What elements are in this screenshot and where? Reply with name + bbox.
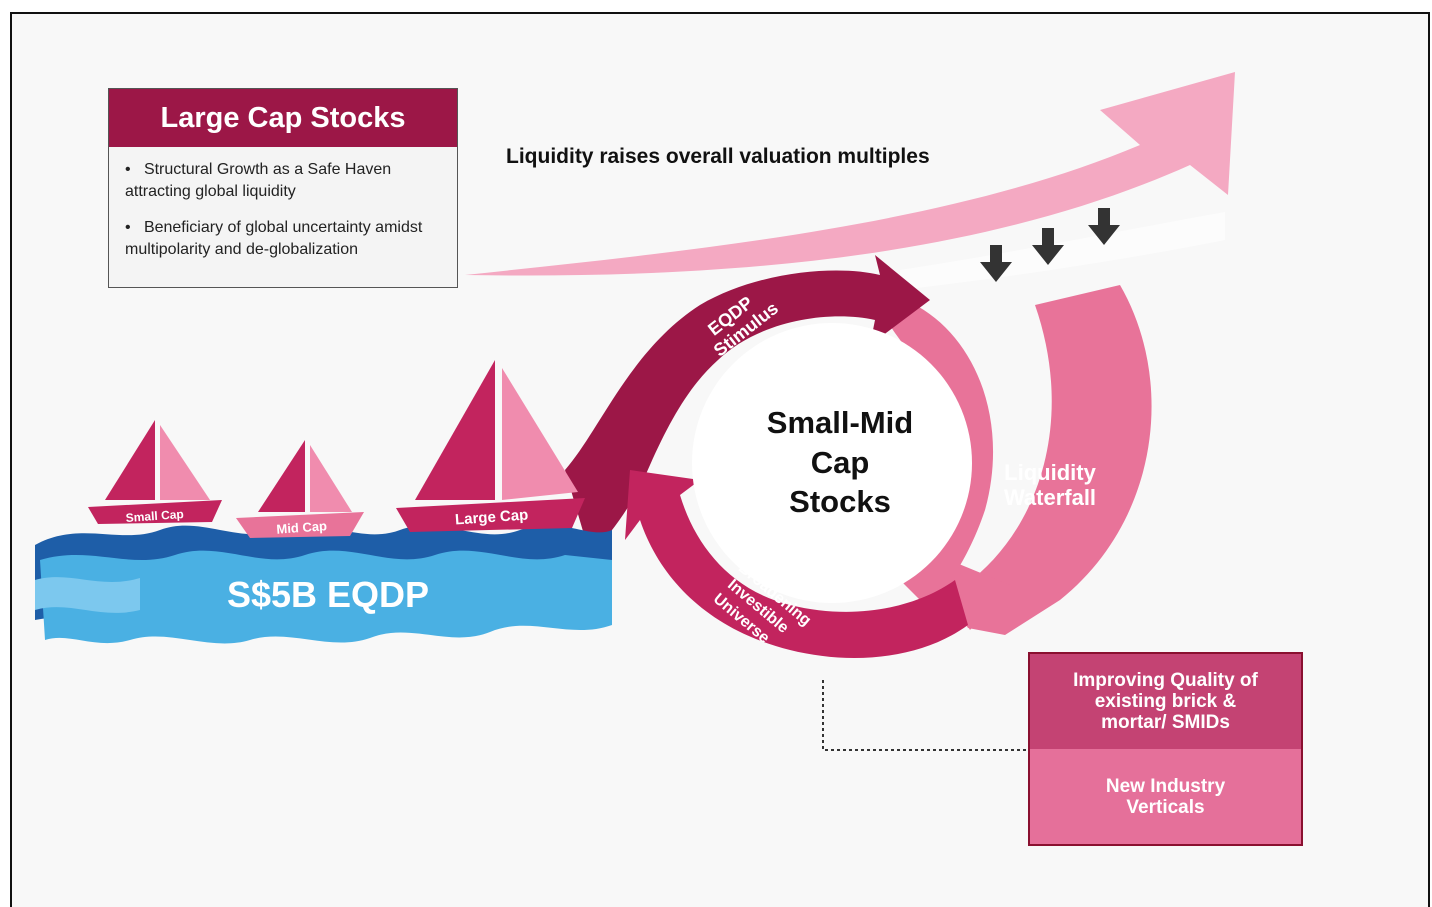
- bullet-text: Beneficiary of global uncertainty amidst…: [125, 219, 423, 258]
- outcome-quality-line: mortar/ SMIDs: [1101, 712, 1230, 733]
- boat-mid-label: Mid Cap: [276, 518, 328, 536]
- bullet-text: Structural Growth as a Safe Haven attrac…: [125, 161, 392, 200]
- liquidity-waterfall-arrow: [925, 285, 1152, 635]
- outcome-quality-line: Improving Quality of: [1073, 670, 1258, 691]
- dashed-connector: [822, 680, 1028, 751]
- eqdp-stimulus-arrow: [565, 255, 930, 555]
- large-cap-bullets: • Structural Growth as a Safe Haven attr…: [109, 147, 457, 261]
- liquidity-label-1: Liquidity: [1004, 460, 1096, 485]
- boat-large: [396, 360, 585, 532]
- large-cap-box: Large Cap Stocks • Structural Growth as …: [108, 88, 458, 288]
- boat-large-label: Large Cap: [455, 506, 529, 528]
- broadening-arrow: [625, 470, 968, 658]
- valuation-arrow: [465, 72, 1235, 276]
- down-arrow-icon: [1032, 228, 1064, 265]
- boat-small: [88, 420, 222, 524]
- outcome-box: Improving Quality of existing brick & mo…: [1028, 652, 1303, 846]
- down-arrow-icon: [980, 245, 1012, 282]
- down-arrows: [980, 208, 1120, 282]
- down-arrow-icon: [1088, 208, 1120, 245]
- outcome-quality-line: existing brick &: [1094, 691, 1237, 712]
- headline: Liquidity raises overall valuation multi…: [506, 145, 930, 168]
- bullet-item: • Beneficiary of global uncertainty amid…: [125, 219, 423, 258]
- sea: [35, 525, 612, 644]
- liquidity-label-2: Waterfall: [1004, 485, 1096, 510]
- arrow-shadow-gap: [900, 212, 1225, 290]
- large-cap-title: Large Cap Stocks: [109, 89, 457, 147]
- center-line-1: Small-Mid: [767, 405, 913, 440]
- outcome-verticals: New Industry Verticals: [1030, 749, 1301, 844]
- sea-label: S$5B EQDP: [227, 574, 429, 615]
- outcome-verticals-line: Verticals: [1126, 796, 1205, 818]
- outcome-verticals-line: New Industry: [1105, 775, 1226, 797]
- center-line-2: Cap: [811, 445, 870, 480]
- boat-small-label: Small Cap: [125, 507, 184, 525]
- center-circle: [692, 323, 972, 603]
- bullet-item: • Structural Growth as a Safe Haven attr…: [125, 161, 392, 200]
- boat-mid: [236, 440, 364, 538]
- center-line-3: Stocks: [789, 484, 891, 519]
- outcome-quality: Improving Quality of existing brick & mo…: [1030, 654, 1301, 749]
